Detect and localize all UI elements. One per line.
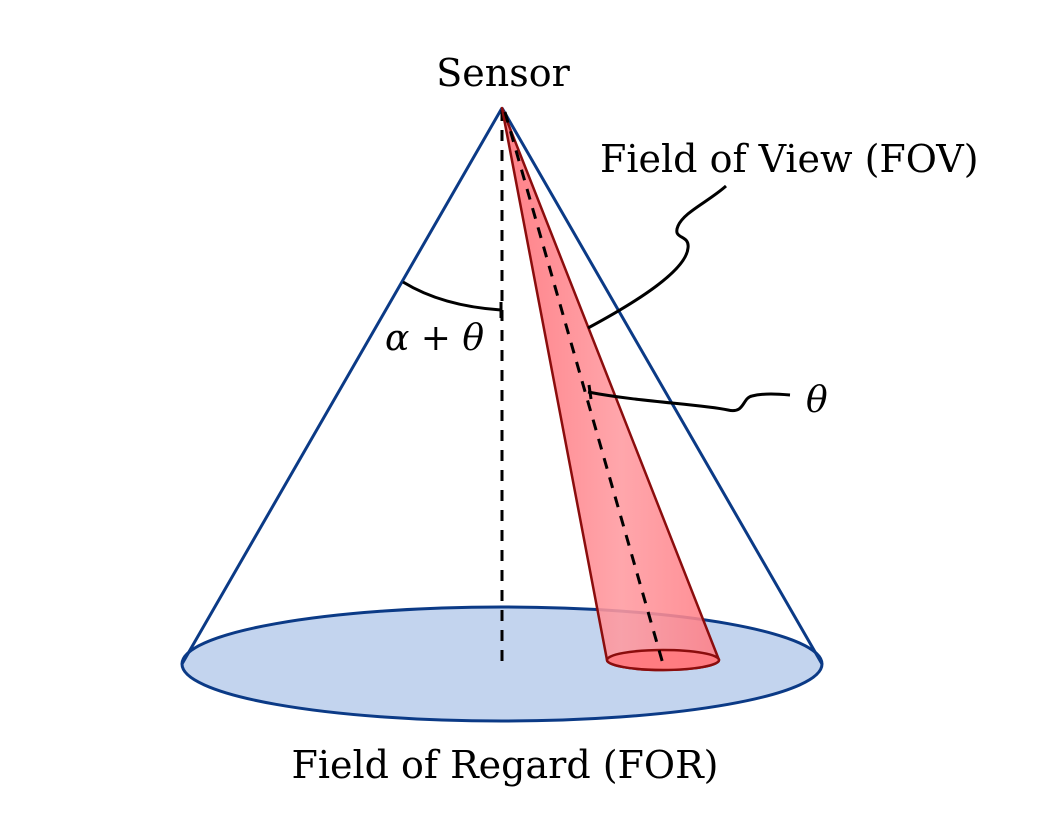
sensor-label: Sensor xyxy=(436,51,570,95)
for-label: Field of Regard (FOR) xyxy=(291,743,718,787)
fov-cone-body xyxy=(500,106,721,672)
theta-leader-tick xyxy=(587,384,593,400)
fov-label: Field of View (FOV) xyxy=(600,137,979,181)
for-cone-left-edge xyxy=(180,107,504,665)
theta-leader-line xyxy=(587,390,791,413)
theta-label: θ xyxy=(806,380,828,421)
alpha-theta-angle-arc xyxy=(402,280,502,312)
for-base-ellipse xyxy=(180,605,824,723)
fov-leader-line xyxy=(587,184,727,330)
for-cone-right-edge xyxy=(500,107,824,665)
fov-axis-dashed xyxy=(503,111,665,665)
alpha-plus-theta-label: α + θ xyxy=(385,318,484,359)
